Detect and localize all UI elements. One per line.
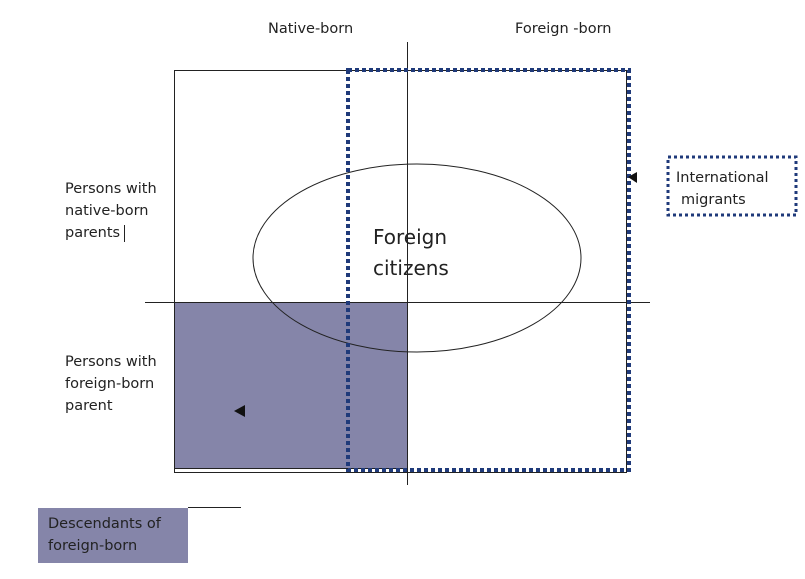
row-label-line: Persons with (65, 181, 157, 197)
descendants-legend-label: Descendants of foreign-born (48, 513, 161, 557)
arrow-left-icon (234, 405, 245, 417)
legend-line: foreign-born (48, 538, 138, 554)
row-label-line: parent (65, 398, 113, 414)
foreign-citizens-ellipse (252, 163, 582, 353)
international-migrants-legend-label: International migrants (676, 167, 769, 211)
legend-line: Descendants of (48, 516, 161, 532)
row-label-line: foreign-born (65, 376, 155, 392)
descendants-legend-box (38, 508, 188, 563)
row-label-line: parents (65, 225, 121, 241)
international-migrants-legend-box (666, 155, 798, 217)
foreign-citizens-label: Foreign citizens (373, 222, 449, 284)
column-header-native-born: Native-born (268, 21, 354, 37)
row-label-line: native-born (65, 203, 149, 219)
row-label-line: Persons with (65, 354, 157, 370)
label-line: Foreign (373, 225, 448, 249)
column-header-foreign-born: Foreign -born (515, 21, 612, 37)
label-line: citizens (373, 256, 449, 280)
legend-line: International (676, 170, 769, 186)
row-label-foreign-parent: Persons with foreign-born parent (65, 351, 157, 417)
international-migrants-region (346, 68, 631, 472)
legend-line: migrants (681, 192, 746, 208)
row-label-native-parents: Persons with native-born parents (65, 178, 157, 244)
arrow-left-icon (628, 172, 637, 183)
descendants-region (175, 302, 407, 468)
